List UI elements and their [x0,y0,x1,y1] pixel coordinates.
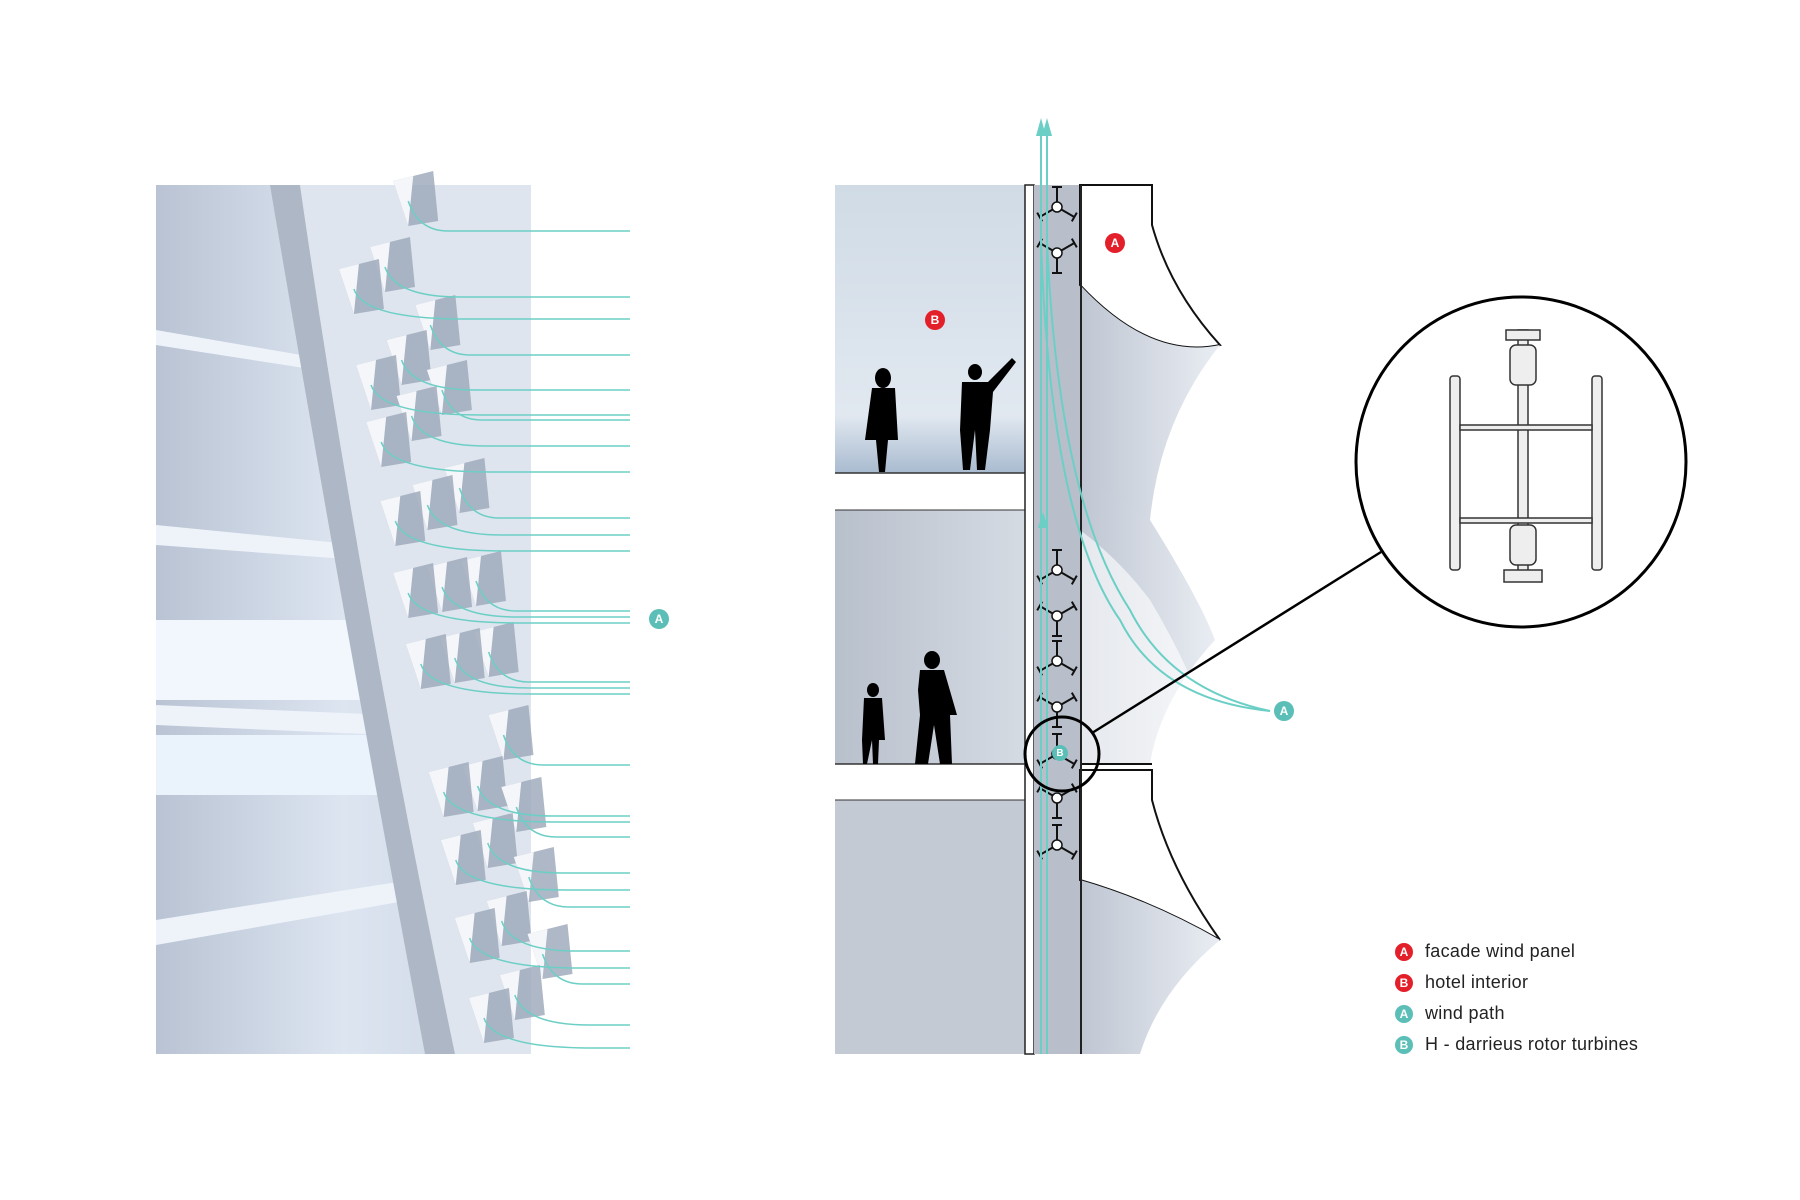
wind-pod-highlight [366,417,387,467]
wind-path [1040,130,1271,1054]
wind-line [528,876,630,908]
turbine-detail [1354,295,1688,629]
wind-line [394,520,630,552]
wind-pod-highlight [468,993,489,1043]
wind-pod-highlight [472,818,493,868]
legend-label: wind path [1425,1003,1505,1023]
wind-line [400,359,630,391]
wind-pod-highlight [405,639,426,689]
turbine-icon [1036,640,1078,676]
wind-pod-highlight [444,463,465,513]
legend-item: A wind path [1395,998,1638,1029]
wind-line [475,580,630,612]
legend: A facade wind panel B hotel interior A w… [1395,936,1638,1060]
wind-pod-highlight [415,300,436,350]
wind-pod-highlight [488,710,509,760]
wind-line [514,994,630,1026]
wind-line [500,920,630,952]
wind-line [370,384,630,416]
legend-item: A facade wind panel [1395,936,1638,967]
facade-render [156,171,630,1054]
glass-wall [1024,184,1035,1055]
wind-line [426,504,630,536]
wind-pod-highlight [486,896,507,946]
wind-line [487,651,630,683]
wind-line [384,266,630,298]
wind-line [407,592,630,624]
wind-line [476,785,630,817]
wind-marker-render: A [649,609,669,629]
turbine-icon [1036,601,1078,637]
people-silhouettes [862,358,1016,764]
legend-label: H - darrieus rotor turbines [1425,1034,1639,1054]
facade-panel-marker: A [1105,233,1125,253]
facade-wind-panels [1079,184,1222,1054]
wind-line [353,288,630,320]
legend-badge: A [1395,942,1413,961]
wind-pod-highlight [428,767,449,817]
wind-line [441,389,630,421]
wind-line [429,324,630,356]
wind-pod-highlight [393,568,414,618]
wind-pod-highlight [369,242,390,292]
turbine-icon [1036,692,1078,728]
wind-line [458,487,630,519]
wind-line [442,791,630,823]
wind-pods [338,171,573,1043]
wind-line [541,953,630,985]
wind-line [515,806,630,838]
wind-path-marker: A [1274,701,1294,721]
wind-pod-highlight [356,360,377,410]
wind-line [420,663,630,695]
wind-line [380,441,630,473]
wind-line [455,859,630,891]
wind-pod-highlight [393,176,414,226]
hotel-interior-marker: B [925,310,945,330]
wind-line [454,657,630,689]
legend-item: B hotel interior [1395,967,1638,998]
wind-pod-highlight [501,782,522,832]
wind-line [483,1017,630,1049]
wind-line [468,937,630,969]
callout-leader [1091,550,1382,735]
wind-pod-highlight [440,835,461,885]
turbine-marker: B [1052,745,1068,761]
legend-label: facade wind panel [1425,941,1576,961]
wind-pod-highlight [380,496,401,546]
legend-badge: B [1395,1035,1413,1054]
legend-badge: A [1395,1004,1413,1023]
wind-line [410,415,630,447]
legend-label: hotel interior [1425,972,1529,992]
legend-item: B H - darrieus rotor turbines [1395,1029,1638,1060]
wind-arrow-icon [1036,118,1052,136]
wind-pod-highlight [454,913,475,963]
wind-pod-highlight [386,335,407,385]
turbine-icon [1036,549,1078,585]
wind-line [487,842,630,874]
section-drawing [835,118,1688,1055]
wind-line [502,734,630,766]
wind-pod-highlight [499,970,520,1020]
turbine-callout-circle [1023,715,1101,793]
wind-pod-highlight [338,264,359,314]
wind-lines [353,200,630,1049]
legend-badge: B [1395,973,1413,992]
wind-line [441,586,630,618]
hotel-room-lower [835,800,1025,1054]
wind-line [407,200,630,232]
